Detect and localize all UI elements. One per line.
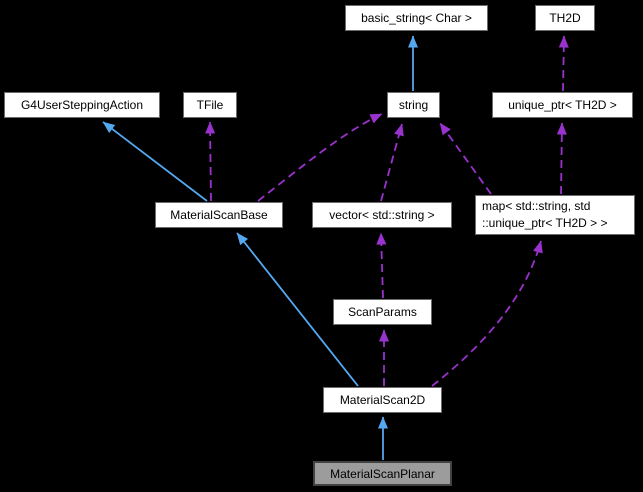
node-map-label-line2: ::unique_ptr< TH2D > > — [482, 216, 608, 230]
node-vector-std-string[interactable]: vector< std::string > — [312, 202, 452, 228]
node-materialscanplanar[interactable]: MaterialScanPlanar — [313, 461, 452, 486]
node-scanparams[interactable]: ScanParams — [333, 299, 432, 325]
node-unique-ptr-th2d[interactable]: unique_ptr< TH2D > — [492, 92, 633, 118]
edge-materialscan2d-to-map — [431, 240, 543, 387]
edge-map-to-string — [439, 122, 492, 195]
edge-scanparams-to-vector — [376, 232, 387, 299]
edge-unique-ptr-to-th2d — [558, 35, 569, 92]
node-th2d[interactable]: TH2D — [535, 5, 595, 31]
node-materialscanbase[interactable]: MaterialScanBase — [155, 202, 283, 228]
node-map-label-line1: map< std::string, std — [482, 199, 591, 213]
node-string[interactable]: string — [387, 92, 440, 118]
node-map-string-unique-ptr-th2d[interactable]: map< std::string, std ::unique_ptr< TH2D… — [475, 195, 635, 235]
edge-materialscanbase-to-tfile — [205, 121, 216, 202]
edge-map-to-unique-ptr — [556, 122, 567, 195]
node-tfile[interactable]: TFile — [183, 92, 237, 118]
node-materialscan2d[interactable]: MaterialScan2D — [323, 387, 442, 413]
edge-materialscan2d-to-materialscanbase — [236, 232, 359, 387]
node-basic-string[interactable]: basic_string< Char > — [345, 5, 488, 31]
edge-vector-to-string — [380, 123, 404, 202]
node-g4usersteppingaction[interactable]: G4UserSteppingAction — [4, 92, 160, 118]
edge-materialscanbase-to-g4usersteppingaction — [102, 121, 208, 202]
edge-materialscanbase-to-string — [257, 113, 383, 202]
